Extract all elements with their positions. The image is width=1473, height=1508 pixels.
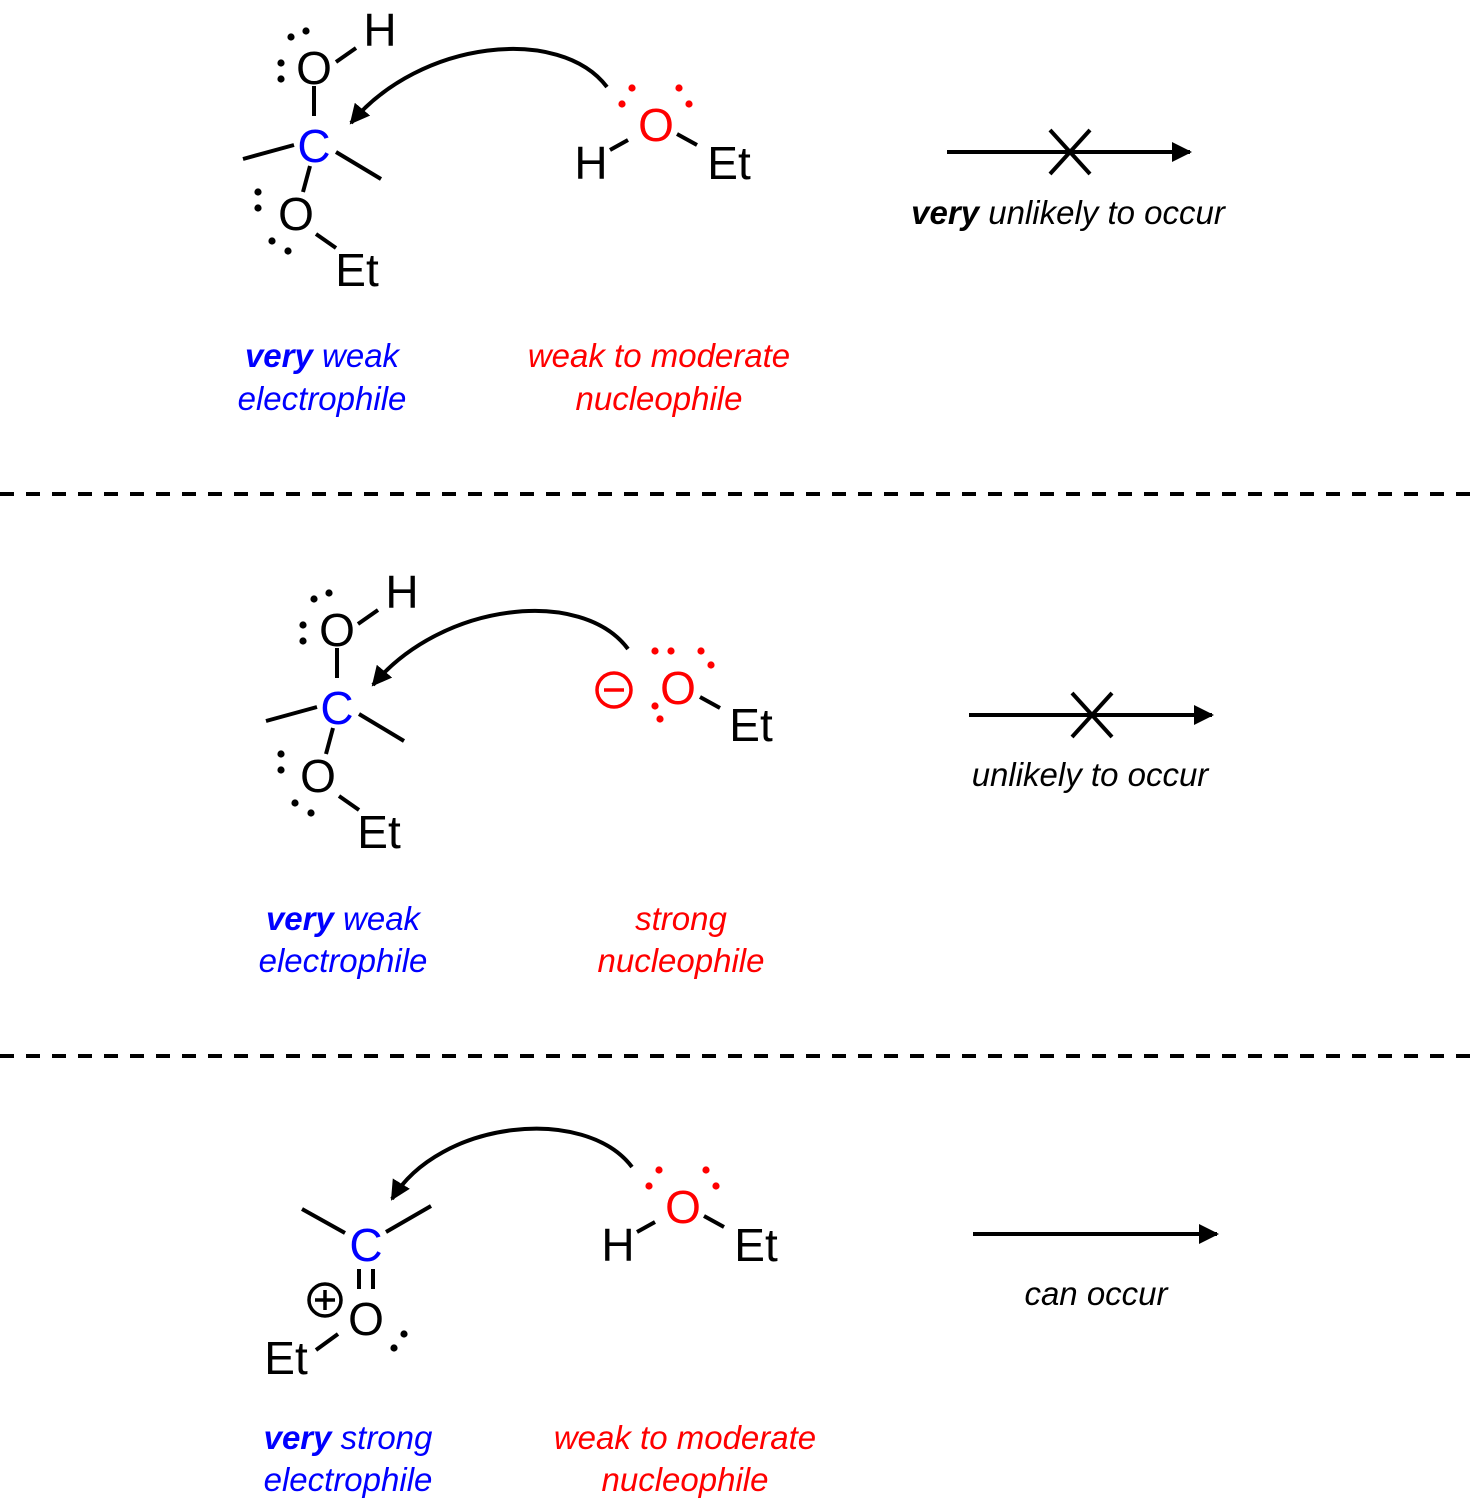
lone-pair-dots <box>618 84 693 108</box>
electrophile-label-3: very strong <box>264 1419 433 1456</box>
nucleophile-label-1: weak to moderate <box>528 337 790 374</box>
lone-pair-dots <box>277 589 333 817</box>
cross-mark-2 <box>1070 691 1114 739</box>
electrophile-label-1-line2: electrophile <box>238 380 407 417</box>
electrophile-label-3-line2: electrophile <box>264 1461 433 1498</box>
hydrogen-atom: H <box>574 137 607 189</box>
row-2: O H C O Et O Et <box>259 566 1214 979</box>
hydroxyl-oxygen-atom: O <box>319 604 355 656</box>
ethyl-group: Et <box>357 806 401 858</box>
ether-oxygen-atom: O <box>300 750 336 802</box>
lone-pair-dots <box>645 1166 720 1190</box>
lone-pair-dots <box>651 647 715 723</box>
hemiacetal-molecule-2: O H C O Et <box>265 566 419 858</box>
ethoxide-molecule: O Et <box>595 647 773 751</box>
nucleophile-label-3-line2: nucleophile <box>602 1461 769 1498</box>
hydrogen-atom: H <box>385 566 418 618</box>
electrophile-label-2: very weak <box>266 900 422 937</box>
outcome-label-2: unlikely to occur <box>972 756 1211 793</box>
oxocarbenium-molecule: C O Et <box>264 1204 433 1384</box>
nucleophile-label-1-line2: nucleophile <box>576 380 743 417</box>
outcome-label-1: very unlikely to occur <box>911 194 1227 231</box>
cross-mark-1 <box>1048 128 1092 176</box>
hydrogen-atom: H <box>363 4 396 56</box>
carbon-atom: C <box>297 120 330 172</box>
ethanol-molecule-1: H O Et <box>574 84 751 189</box>
carbon-atom: C <box>320 682 353 734</box>
curved-arrow-3 <box>390 1126 634 1201</box>
hydrogen-atom: H <box>601 1219 634 1271</box>
nucleophile-label-2-line2: nucleophile <box>598 942 765 979</box>
curved-arrow-1 <box>349 46 609 125</box>
nucleophile-oxygen-atom: O <box>665 1181 701 1233</box>
row-3: C O Et H O Et can occur ver <box>264 1126 1219 1498</box>
row-1: O H C O Et H O Et <box>238 4 1227 417</box>
ethyl-group: Et <box>729 699 773 751</box>
ethyl-group: Et <box>335 244 379 296</box>
oxonium-oxygen-atom: O <box>348 1293 384 1345</box>
nucleophile-oxygen-atom: O <box>638 99 674 151</box>
carbon-atom: C <box>349 1219 382 1271</box>
positive-charge-icon <box>307 1282 343 1318</box>
electrophile-label-1: very weak <box>245 337 401 374</box>
ethyl-group: Et <box>707 137 751 189</box>
ethyl-group: Et <box>734 1219 778 1271</box>
hemiacetal-molecule-1: O H C O Et <box>242 4 397 296</box>
ethyl-group: Et <box>264 1332 308 1384</box>
outcome-label-3: can occur <box>1024 1275 1169 1312</box>
ether-oxygen-atom: O <box>278 188 314 240</box>
hydroxyl-oxygen-atom: O <box>296 42 332 94</box>
curved-arrow-2 <box>371 608 630 687</box>
lone-pair-dots <box>254 27 310 255</box>
nucleophile-oxygen-atom: O <box>660 662 696 714</box>
lone-pair-dots <box>390 1330 408 1352</box>
nucleophile-label-2: strong <box>635 900 727 937</box>
nucleophile-label-3: weak to moderate <box>554 1419 816 1456</box>
electrophile-label-2-line2: electrophile <box>259 942 428 979</box>
ethanol-molecule-2: H O Et <box>601 1166 778 1271</box>
negative-charge-icon <box>595 671 633 709</box>
